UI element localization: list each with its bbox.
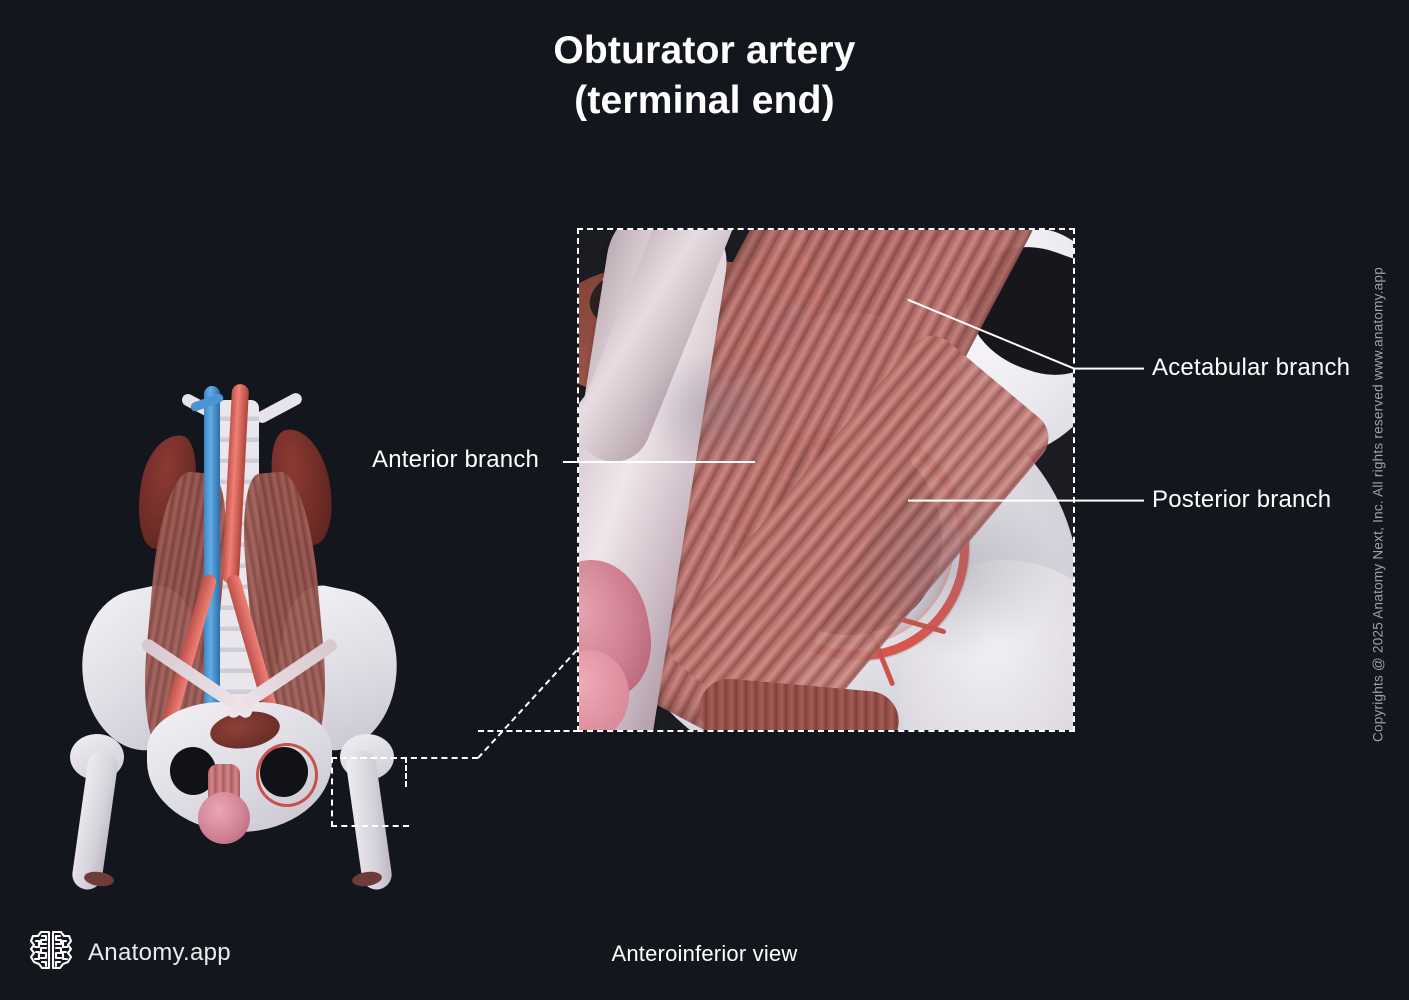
- bone-shadow-1: [859, 480, 1059, 660]
- zoom-connector-bottom: [478, 730, 579, 732]
- posterior-branch-leader-line: [908, 500, 1144, 502]
- label-anterior-branch: Anterior branch: [372, 446, 540, 473]
- overview-right-rib: [254, 390, 304, 426]
- view-caption: Anteroinferior view: [611, 941, 798, 966]
- acetabular-branch-leader-horizontal: [1074, 368, 1144, 370]
- brand-name: Anatomy.app: [88, 938, 231, 966]
- magnified-view-panel: [577, 228, 1075, 732]
- overview-selection-box: [331, 757, 409, 827]
- anterior-branch-leader-line: [563, 461, 755, 463]
- title-line-1: Obturator artery: [553, 29, 856, 72]
- magnified-scene: [579, 230, 1073, 730]
- page-title: Obturator artery (terminal end): [0, 26, 1409, 126]
- overview-selection-box-right-edge: [405, 757, 407, 787]
- brand-logo: Anatomy.app: [28, 928, 231, 977]
- zoom-connector-horizontal: [360, 757, 478, 759]
- overview-obturator-artery-ring: [256, 743, 318, 807]
- brain-icon: [28, 928, 74, 977]
- pelvis-overview-figure: [62, 372, 422, 892]
- bone-shadow-2: [639, 350, 799, 470]
- copyright-notice: Copyrights @ 2025 Anatomy Next, Inc. All…: [1370, 267, 1386, 742]
- title-line-2: (terminal end): [574, 79, 835, 122]
- overview-bladder: [198, 792, 250, 844]
- overview-inferior-vena-cava: [204, 386, 220, 736]
- label-posterior-branch: Posterior branch: [1152, 486, 1332, 513]
- label-acetabular-branch: Acetabular branch: [1152, 354, 1351, 381]
